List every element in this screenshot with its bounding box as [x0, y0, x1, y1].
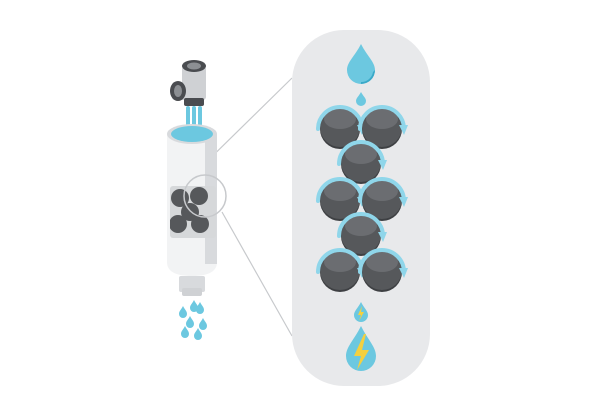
water-drop-icon	[347, 44, 375, 84]
flow-arrow-icon	[358, 105, 408, 135]
faucet-icon	[170, 60, 206, 126]
carbon-ball	[316, 248, 366, 292]
magnifier-circle	[183, 174, 227, 218]
filter-cylinder	[167, 124, 217, 296]
water-drop-icon	[190, 300, 198, 312]
small-drop-icon	[356, 92, 366, 106]
water-drop-icon	[186, 316, 194, 328]
output-drops	[179, 300, 207, 340]
water-drop-icon	[181, 326, 189, 338]
lightning-drop-icon	[346, 302, 376, 371]
carbon-ball	[337, 140, 387, 184]
carbon-ball	[358, 177, 408, 221]
water-drop-icon	[199, 318, 207, 330]
carbon-ball	[316, 177, 366, 221]
water-drop-icon	[194, 328, 202, 340]
carbon-balls	[316, 105, 408, 292]
carbon-ball	[358, 248, 408, 292]
flow-arrow-icon	[337, 140, 387, 170]
water-drop-icon	[196, 302, 204, 314]
flow-arrow-icon	[358, 248, 408, 278]
carbon-ball	[337, 212, 387, 256]
flow-arrow-icon	[337, 212, 387, 242]
water-drop-icon	[179, 306, 187, 318]
flow-arrow-icon	[358, 177, 408, 207]
carbon-ball	[358, 105, 408, 149]
